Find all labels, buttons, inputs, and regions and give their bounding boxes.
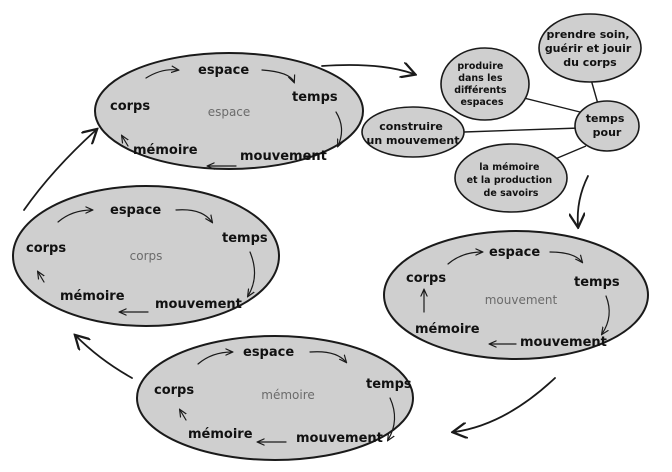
node-espace: espace: [110, 203, 161, 218]
bubble-prendre-soin-text: prendre soin, guérir et jouir du corps: [545, 28, 635, 69]
arrow-memoire-corps: [122, 136, 128, 147]
cycle-center-label: mémoire: [261, 388, 315, 402]
node-espace: espace: [489, 245, 540, 260]
node-corps: corps: [110, 99, 150, 114]
cycle-espace: espace espace temps mouvement mémoire co…: [94, 52, 364, 170]
node-temps: temps: [574, 275, 620, 290]
arrow-corps-espace: [447, 252, 482, 265]
node-temps: temps: [366, 377, 412, 392]
cycle-center-label: corps: [130, 249, 163, 263]
bubble-temps-pour: [574, 100, 640, 152]
bubble-prendre-soin: [538, 13, 642, 83]
node-mouvement: mouvement: [240, 149, 327, 164]
node-mouvement: mouvement: [155, 297, 242, 312]
node-memoire: mémoire: [133, 143, 198, 158]
hub-cluster: temps pour produire dans les différents …: [361, 13, 642, 213]
connector-construire: [463, 127, 581, 133]
flow-arrow-corps-to-espace: [23, 130, 96, 211]
flow-arrow-hub-to-mouvement: [578, 175, 589, 226]
node-mouvement: mouvement: [520, 335, 607, 350]
node-espace: espace: [198, 63, 249, 78]
cycle-ellipse: [94, 52, 364, 170]
arrow-espace-temps: [309, 351, 346, 362]
flow-arrow-mouvement-to-memoire: [454, 377, 556, 432]
cycle-ellipse: [136, 335, 414, 461]
node-corps: corps: [26, 241, 66, 256]
arrow-espace-temps: [175, 209, 212, 222]
node-corps: corps: [154, 383, 194, 398]
node-memoire: mémoire: [188, 427, 253, 442]
bubble-construire: [361, 106, 465, 158]
hub-label: temps pour: [586, 112, 628, 139]
arrow-temps-mouvement: [602, 295, 610, 334]
bubble-construire-text: construire un mouvement: [367, 120, 460, 147]
node-memoire: mémoire: [415, 322, 480, 337]
arrow-memoire-corps: [38, 272, 44, 283]
node-memoire: mémoire: [60, 289, 125, 304]
flow-arrow-memoire-to-corps: [76, 336, 133, 379]
arrow-corps-espace: [145, 70, 178, 79]
node-corps: corps: [406, 271, 446, 286]
bubble-produire-text: produire dans les différents espaces: [454, 61, 510, 108]
bubble-produire: [440, 47, 530, 121]
flow-arrow-espace-to-hub: [321, 65, 414, 74]
arrow-corps-espace: [57, 210, 92, 223]
cycle-center-label: espace: [208, 105, 251, 119]
arrow-corps-espace: [197, 352, 232, 365]
arrow-memoire-corps: [180, 410, 186, 421]
bubble-memoire-savoirs: [454, 143, 568, 213]
cycle-corps: corps espace temps mouvement mémoire cor…: [12, 185, 280, 327]
node-temps: temps: [222, 231, 268, 246]
arrow-temps-mouvement: [388, 397, 396, 440]
bubble-memoire-savoirs-text: la mémoire et la production de savoirs: [467, 162, 556, 199]
arrow-espace-temps: [261, 69, 294, 82]
node-temps: temps: [292, 90, 338, 105]
arrow-temps-mouvement: [335, 111, 342, 146]
cycle-mouvement: mouvement espace temps mouvement mémoire…: [383, 230, 649, 360]
cycle-memoire: mémoire espace temps mouvement mémoire c…: [136, 335, 414, 461]
node-mouvement: mouvement: [296, 431, 383, 446]
arrow-temps-mouvement: [248, 251, 256, 296]
arrow-espace-temps: [549, 251, 582, 262]
node-espace: espace: [243, 345, 294, 360]
cycle-center-label: mouvement: [485, 293, 558, 307]
